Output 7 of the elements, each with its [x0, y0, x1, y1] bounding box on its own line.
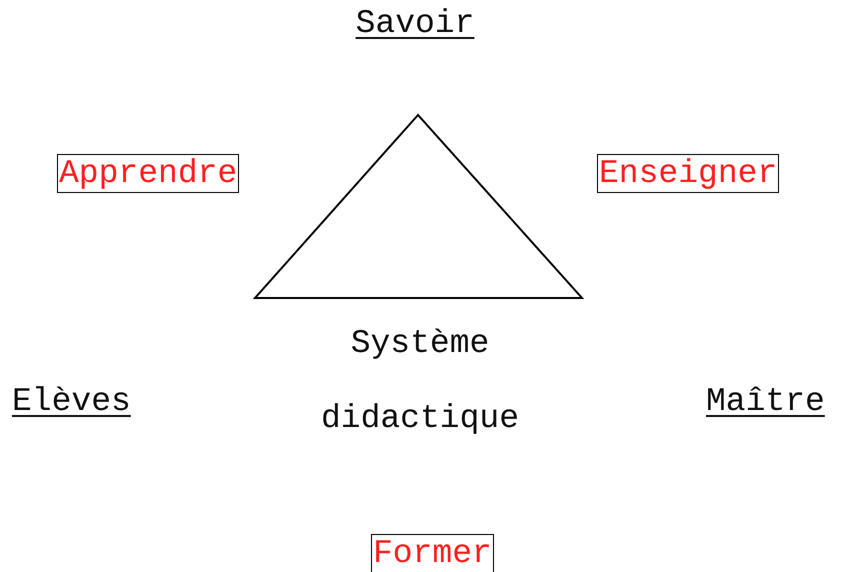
boxed-label: Apprendre: [57, 154, 240, 193]
heading-label: Savoir: [356, 4, 474, 44]
boxed-label: Former: [371, 534, 494, 572]
triangle-caption: Système didactique: [320, 324, 520, 439]
corner-label: Elèves: [12, 382, 131, 422]
boxed-label: Enseigner: [597, 154, 780, 193]
corner-label: Maître: [706, 382, 825, 422]
